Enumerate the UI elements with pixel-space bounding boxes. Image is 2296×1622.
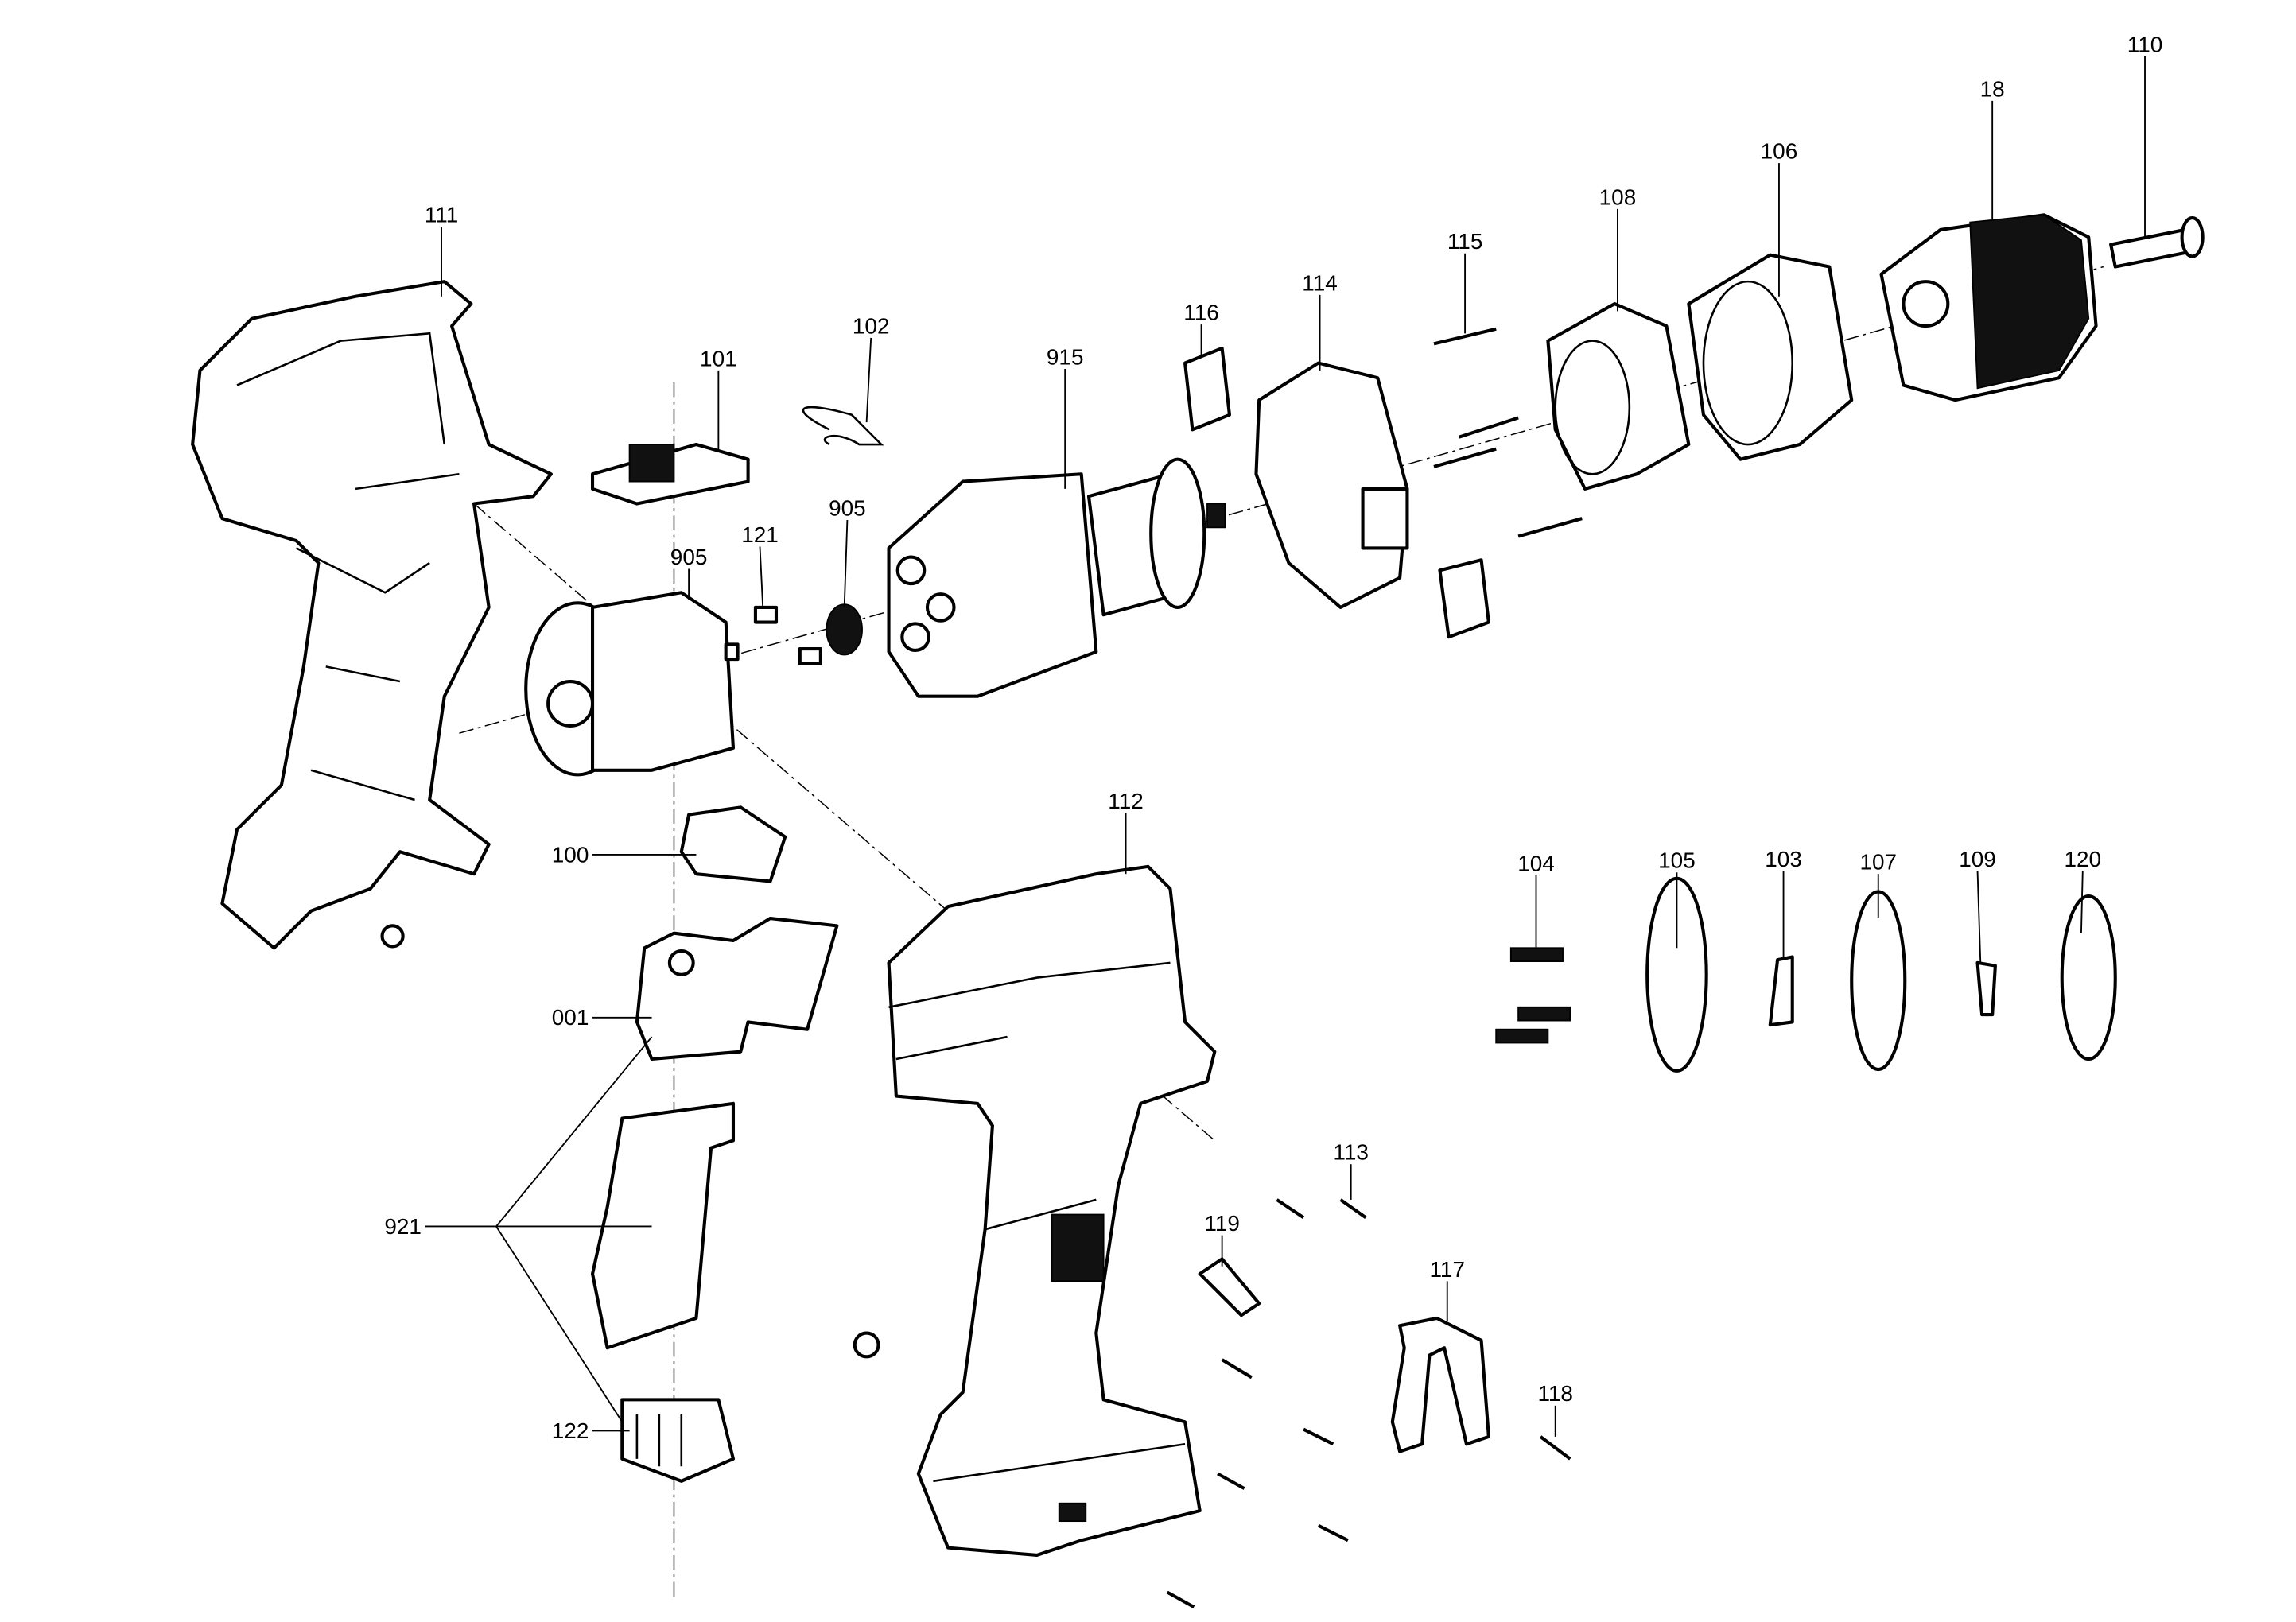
label-108: 108	[1599, 184, 1637, 209]
label-103: 103	[1765, 847, 1802, 871]
nut[interactable]	[853, 1331, 880, 1359]
part-121-screws[interactable]	[753, 605, 822, 665]
part-905-motor[interactable]	[524, 591, 740, 777]
part-115-screws[interactable]	[1433, 327, 1583, 538]
label-117: 117	[1429, 1257, 1465, 1282]
part-101-lever[interactable]	[590, 442, 750, 506]
label-100: 100	[552, 842, 589, 867]
part-116-shift-knobs[interactable]	[1183, 346, 1490, 639]
label-105: 105	[1658, 848, 1696, 873]
part-102-spring[interactable]	[802, 406, 884, 446]
leader-lines	[425, 56, 2146, 1437]
label-120: 120	[2064, 847, 2101, 871]
label-118: 118	[1537, 1381, 1573, 1406]
part-18-chuck[interactable]	[1879, 213, 2098, 402]
part-113-screws[interactable]	[1166, 1198, 1367, 1608]
label-102: 102	[853, 313, 890, 338]
part-915-gearbox[interactable]	[887, 457, 1226, 698]
label-905-motor: 905	[670, 545, 708, 569]
label-112: 112	[1108, 789, 1144, 813]
label-905-gear: 905	[829, 495, 866, 520]
label-121: 121	[741, 522, 779, 547]
label-116: 116	[1183, 301, 1219, 325]
part-120-gear-ring[interactable]	[2060, 894, 2117, 1061]
label-915: 915	[1047, 344, 1084, 369]
part-108-ring[interactable]	[1546, 302, 1691, 491]
part-122-terminal[interactable]	[620, 1398, 736, 1483]
part-112-right-housing[interactable]	[887, 864, 1217, 1557]
label-921: 921	[384, 1214, 422, 1239]
label-113: 113	[1333, 1140, 1369, 1165]
part-905-gear[interactable]	[826, 603, 863, 656]
label-109: 109	[1959, 847, 1996, 871]
label-111: 111	[425, 203, 458, 227]
label-110: 110	[2127, 32, 2163, 56]
part-114-clutch-housing[interactable]	[1254, 361, 1409, 609]
part-001-switch[interactable]	[635, 916, 839, 1061]
part-109-spring[interactable]	[1975, 960, 1997, 1017]
label-114: 114	[1302, 270, 1338, 295]
part-110-chuck-screw[interactable]	[2109, 215, 2205, 269]
label-107: 107	[1859, 850, 1897, 875]
part-104-screws[interactable]	[1495, 947, 1571, 1044]
part-118-screw[interactable]	[1539, 1435, 1571, 1461]
label-101: 101	[700, 346, 737, 371]
part-111-left-housing[interactable]	[191, 280, 553, 950]
label-122: 122	[552, 1418, 589, 1443]
label-18: 18	[1980, 76, 2005, 101]
part-number-labels: 111 101 102 915 116 114 115 108 106 18 1…	[384, 32, 2162, 1442]
part-921-handle-grip[interactable]	[590, 1101, 736, 1350]
label-001: 001	[552, 1005, 589, 1030]
label-106: 106	[1761, 139, 1798, 164]
label-115: 115	[1447, 229, 1483, 254]
part-106-collar[interactable]	[1687, 253, 1854, 461]
label-104: 104	[1517, 851, 1555, 875]
part-103-spring-clip[interactable]	[1768, 955, 1794, 1027]
part-100-direction-switch[interactable]	[679, 805, 787, 883]
label-119: 119	[1204, 1211, 1240, 1236]
part-117-belt-hook[interactable]	[1390, 1316, 1490, 1453]
part-119-clip[interactable]	[1198, 1257, 1261, 1317]
